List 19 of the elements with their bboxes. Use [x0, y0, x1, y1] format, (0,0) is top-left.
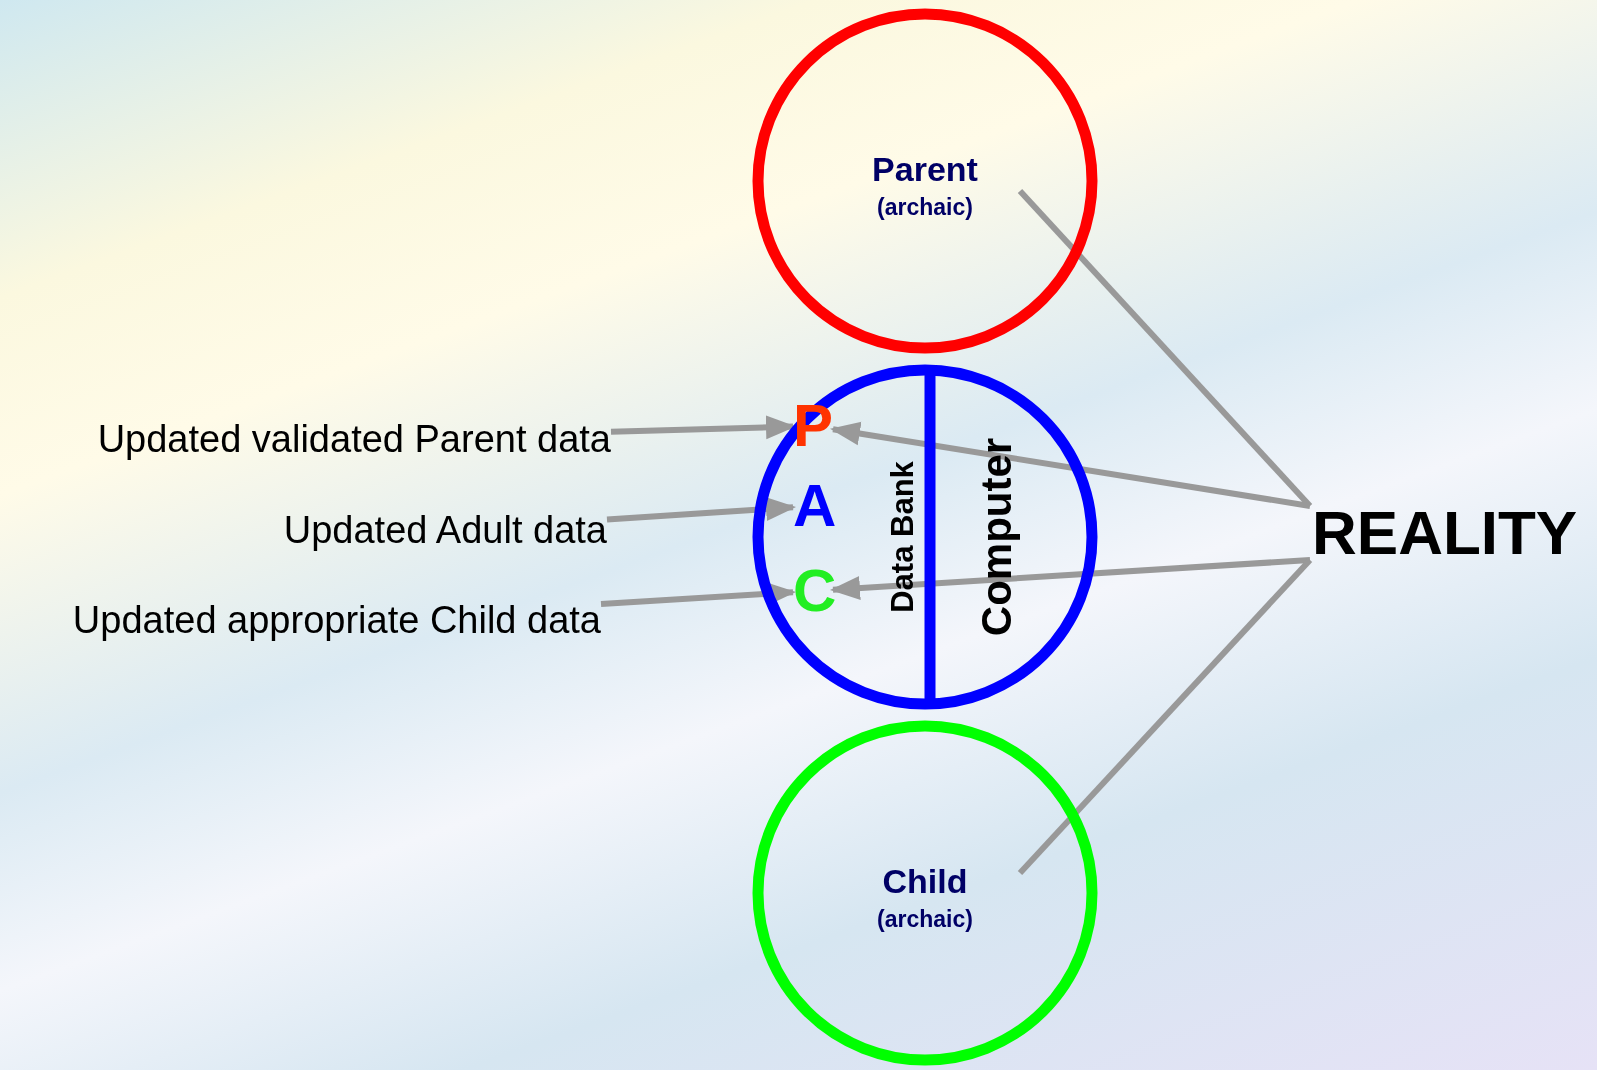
letter-label: C [793, 559, 833, 623]
connector-line [1017, 188, 1313, 509]
input-label: Updated Adult data [283, 508, 607, 553]
circle-title: Parent [872, 149, 978, 189]
rotated-label: Computer [973, 437, 1021, 637]
circle-title: Child [882, 861, 968, 901]
circle-subtitle: (archaic) [877, 905, 973, 933]
letter-label: A [793, 474, 833, 538]
arrow [610, 415, 796, 440]
arrow [606, 497, 796, 523]
arrow [830, 557, 1311, 601]
circle-subtitle: (archaic) [877, 193, 973, 221]
input-label: Updated appropriate Child data [72, 598, 601, 643]
connector-line [1017, 557, 1313, 876]
rotated-label: Data Bank [885, 461, 921, 613]
arrow [600, 581, 796, 607]
arrow [830, 421, 1311, 509]
input-label: Updated validated Parent data [97, 417, 611, 462]
heading-label: REALITY [1312, 498, 1578, 568]
